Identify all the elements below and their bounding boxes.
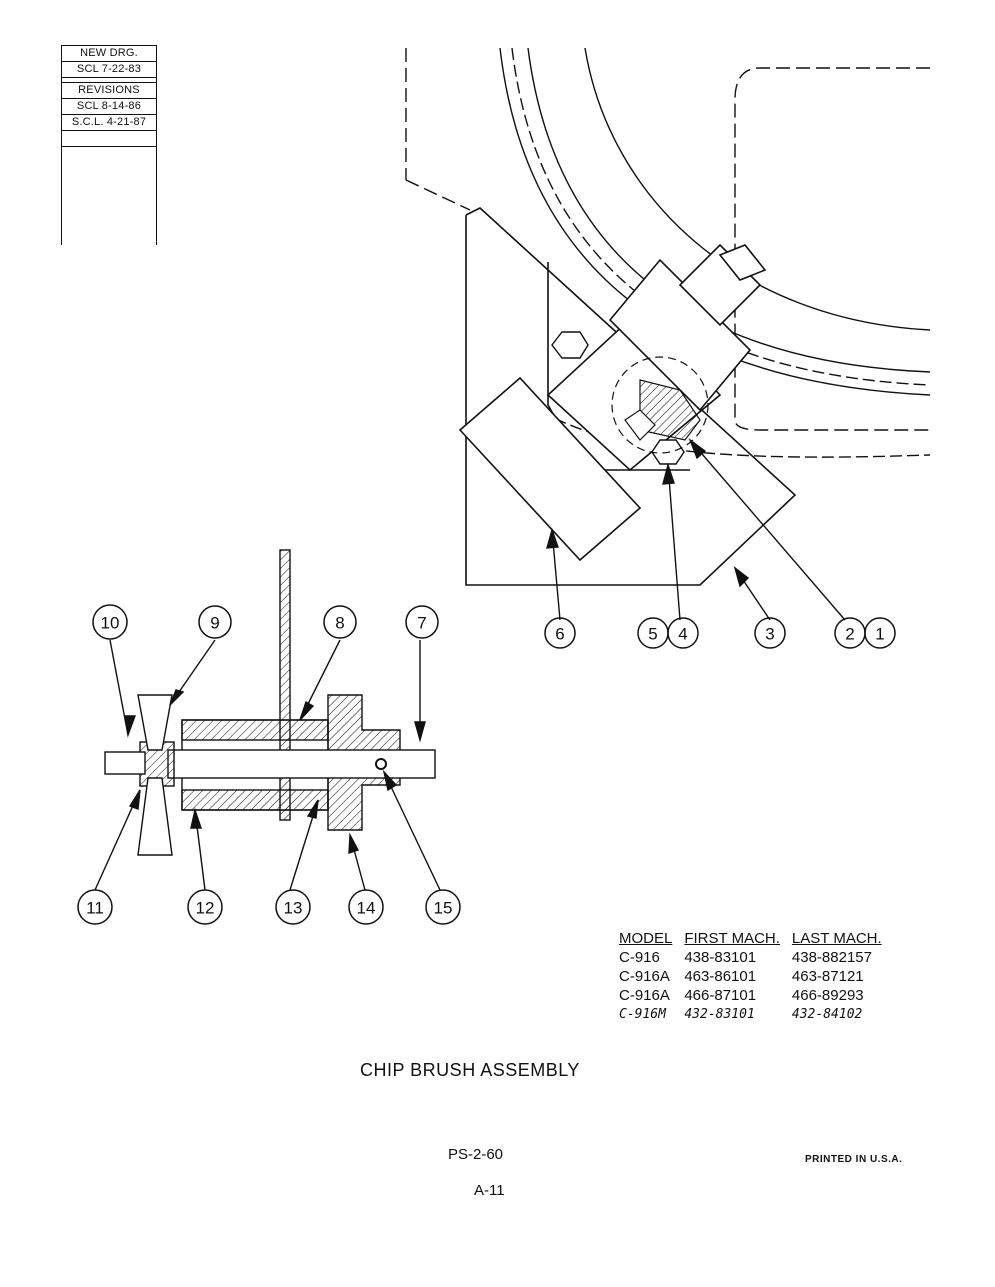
callout-label-1: 1 — [875, 625, 884, 644]
callout-label-5: 5 — [648, 625, 657, 644]
callout-label-15: 15 — [434, 899, 453, 918]
callout-14 — [348, 889, 384, 925]
revision-2: S.C.L. 4-21-87 — [62, 115, 156, 131]
callout-8 — [323, 605, 357, 639]
callout-15 — [425, 889, 461, 925]
table-row: C-916M 432-83101 432-84102 — [615, 1005, 890, 1024]
housing-outline — [405, 47, 931, 458]
cell-model: C-916A — [619, 987, 670, 1004]
cell-model: C-916 — [619, 949, 660, 966]
cell-last: 438-882157 — [791, 949, 872, 966]
revision-blank — [62, 131, 156, 147]
callout-10 — [92, 604, 128, 640]
page-number: A-11 — [474, 1182, 505, 1199]
cell-first: 432-83101 — [684, 1007, 755, 1022]
cell-last: 432-84102 — [791, 1007, 863, 1022]
leader-lines-lower — [94, 639, 441, 891]
shaft-assembly — [608, 243, 767, 412]
callout-label-14: 14 — [357, 899, 376, 918]
header-model: MODEL — [619, 930, 673, 947]
callout-13 — [275, 889, 311, 925]
cell-first: 463-86101 — [684, 968, 757, 985]
side-section — [104, 549, 436, 856]
cell-model: C-916A — [619, 968, 670, 985]
callout-11 — [77, 889, 113, 925]
callout-6 — [544, 617, 576, 649]
part-number: PS-2-60 — [448, 1146, 504, 1163]
revisions-label: REVISIONS — [62, 83, 156, 99]
revision-block: NEW DRG. SCL 7-22-83 REVISIONS SCL 8-14-… — [61, 45, 157, 245]
table-row: C-916A 463-86101 463-87121 — [615, 967, 890, 986]
new-drg-label: NEW DRG. — [62, 45, 156, 62]
table-row: C-916 438-83101 438-882157 — [615, 948, 890, 967]
callout-4 — [667, 617, 699, 649]
rev-spacer — [62, 78, 156, 83]
callout-1 — [864, 617, 896, 649]
cell-first: 438-83101 — [684, 949, 757, 966]
callout-label-4: 4 — [678, 625, 687, 644]
callout-label-13: 13 — [284, 899, 303, 918]
header-last-mach: LAST MACH. — [791, 930, 882, 947]
callout-7 — [405, 605, 439, 639]
callout-12 — [187, 889, 223, 925]
callout-label-9: 9 — [210, 614, 219, 633]
printed-note: PRINTED IN U.S.A. — [805, 1154, 903, 1165]
cell-model: C-916M — [619, 1007, 666, 1022]
cell-last: 463-87121 — [791, 968, 864, 985]
callout-label-11: 11 — [86, 899, 104, 918]
callout-label-3: 3 — [765, 625, 774, 644]
callout-label-6: 6 — [555, 625, 564, 644]
cell-first: 466-87101 — [684, 987, 757, 1004]
model-table: MODEL FIRST MACH. LAST MACH. C-916 438-8… — [615, 929, 890, 1024]
callout-label-7: 7 — [417, 614, 426, 633]
callout-label-10: 10 — [101, 614, 120, 633]
table-row: C-916A 466-87101 466-89293 — [615, 986, 890, 1005]
new-drg-date: SCL 7-22-83 — [62, 62, 156, 78]
cell-last: 466-89293 — [791, 987, 864, 1004]
drawing-title: CHIP BRUSH ASSEMBLY — [360, 1060, 580, 1080]
callout-label-12: 12 — [196, 899, 215, 918]
callout-9 — [198, 605, 232, 639]
callout-label-2: 2 — [845, 625, 854, 644]
revision-1: SCL 8-14-86 — [62, 99, 156, 115]
brush-block — [458, 376, 642, 562]
bearing-cutaway — [611, 356, 709, 454]
callout-3 — [754, 617, 786, 649]
hex-nut-upper — [551, 331, 589, 359]
callout-label-8: 8 — [335, 614, 344, 633]
header-first-mach: FIRST MACH. — [684, 930, 780, 947]
leader-lines-upper — [546, 438, 846, 621]
